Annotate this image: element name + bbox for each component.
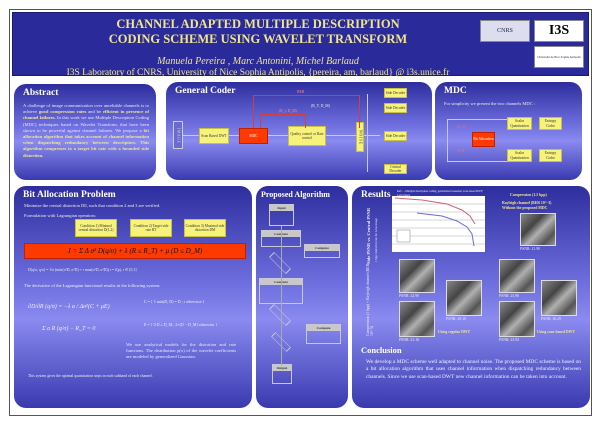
quality-control-block: Quality control or Rate control — [288, 126, 326, 146]
flow-compute-2: Compute — [304, 244, 340, 258]
flow-output: Output — [272, 364, 292, 384]
title-line-1: CHANNEL ADAPTED MULTIPLE DESCRIPTION — [116, 17, 400, 31]
side-decoder-1: Side Decoder — [384, 88, 407, 98]
chart-background — [392, 196, 485, 252]
noise-block: N O I S E — [356, 122, 364, 152]
authors: Manuela Pereira , Marc Antonini, Michel … — [157, 56, 359, 67]
flow-decision-1 — [269, 252, 291, 274]
mdc-title: MDC — [444, 86, 467, 96]
results-title: Results — [361, 190, 391, 200]
scalar-quantization-2: Scalar Quantization — [507, 149, 532, 162]
lena-image-4 — [499, 259, 535, 293]
distortion-equation: D(q/σ, q/σ) = 1/σ (min(σ²D, σ²D) + r max… — [28, 268, 137, 272]
psnr-3: PSNR: 29.18 — [446, 317, 467, 321]
lagrangian-equation: J = Σ Δ σ² D(q/σ) + λ (R ≤ R_T) + μ (D ≤… — [24, 243, 246, 259]
lena-image-3 — [446, 280, 482, 316]
central-decoder: Central Decoder — [384, 164, 407, 174]
cnrs-logo: CNRS — [480, 20, 530, 42]
proposed-algorithm-panel: Proposed Algorithm Input Compute Compute… — [256, 186, 348, 408]
bitalloc-p5: This system gives the optimal quantizati… — [28, 374, 153, 378]
without-label: Without the proposed MDC — [502, 206, 548, 210]
mdc-block: MDC — [239, 128, 268, 144]
flow-decision-2 — [269, 304, 291, 326]
bitalloc-p3: The derivative of the Lagrangian functio… — [24, 283, 161, 288]
mdc-rd-label: (R, D) — [457, 125, 467, 129]
side-decoder-2: Side Decoder — [384, 103, 407, 113]
regular-dwt-label: Using regular DWT — [438, 330, 471, 334]
psnr-2: PSNR: 21.16 — [399, 338, 420, 342]
results-references: Ref: ... Multiple description coding, ge… — [397, 190, 484, 197]
chart-ylabel-2: 1 bpp central bit rate for Lena image — [374, 218, 378, 262]
system-eq-1: ∂D/∂R (q/σ) = −λ a / Δσ²(C + μE) — [28, 304, 110, 310]
abstract-text: A challenge of image communication over … — [23, 103, 149, 158]
dwt-block: Scan Based DWT — [199, 128, 229, 144]
lena-image-1 — [399, 259, 435, 293]
affiliation: I3S Laboratory of CNRS, University of Ni… — [66, 68, 450, 78]
mdc-intro: For simplicity we present the two channe… — [444, 101, 535, 106]
side-decoder-n: Side Decoder — [384, 131, 407, 141]
rd-label: (R_t, D_M) — [279, 109, 297, 113]
mdc-ber-label: BER — [457, 149, 465, 153]
scan-dwt-label: Using scan-based DWT — [537, 330, 575, 334]
entropy-coder-2: Entropy Coder — [539, 149, 562, 162]
university-logo: Université de Nice Sophia Antipolis — [534, 46, 584, 68]
general-coder-panel: General Coder I M A G E Scan Based DWT M… — [166, 82, 432, 180]
condition-1: Condition 1) Minimal central distortion … — [75, 219, 117, 237]
compression-label: Compression (1.5 bpp) — [510, 193, 547, 197]
ber-label: BER — [297, 90, 305, 94]
bit-allocation-title: Bit Allocation Problem — [23, 190, 116, 200]
mdc-panel: MDC For simplicity we present the two ch… — [435, 82, 582, 180]
i3s-logo: I3S — [534, 20, 584, 42]
conclusion-title: Conclusion — [361, 345, 402, 355]
ber-feedback-line — [253, 95, 360, 128]
chart-legend — [396, 229, 411, 243]
flow-compute-4: Compute — [306, 324, 341, 344]
images-ylabel: Compression (1 bpp) + Rayleigh channel (… — [366, 263, 374, 336]
psnr-4: PSNR: 23.96 — [499, 294, 520, 298]
results-panel: Results Ref: ... Multiple description co… — [352, 186, 590, 408]
lena-image-5 — [499, 301, 535, 337]
general-coder-title: General Coder — [175, 86, 236, 96]
psnr-6: PSNR: 30.29 — [541, 317, 562, 321]
lena-image-6 — [541, 280, 577, 316]
psnr-main: PSNR: 21.90 — [520, 247, 541, 251]
title-line-2: CODING SCHEME USING WAVELET TRANSFORM — [108, 32, 408, 46]
lena-image-main — [520, 213, 556, 246]
psnr-5: PSNR: 23.92 — [499, 338, 520, 342]
psnr-chart — [392, 196, 485, 252]
scalar-quantization-1: Scalar Quantization — [507, 117, 532, 130]
bitalloc-p1: Minimize the central distortion D0, such… — [24, 203, 161, 208]
image-block: I M A G E — [173, 121, 183, 149]
bitalloc-p2: Formulation with Lagrangian operators: — [24, 213, 97, 218]
conclusion-text: We develop a MDC scheme well adapted to … — [366, 359, 581, 380]
flow-input: Input — [269, 204, 294, 226]
e-definition: E = { 0 D ≤ D_M ; 2×(D − D_M) otherwise … — [144, 322, 218, 327]
rayleigh-label: Rayleigh channel (BER 10^-3) — [502, 201, 552, 205]
c-definition: C = { 1 min(D, D) = D ; r otherwise } — [144, 299, 205, 304]
condition-2: Condition 2) Target side rate RT — [130, 219, 172, 237]
psnr-1: PSNR: 22.90 — [399, 294, 420, 298]
system-eq-2: Σ a R (q/σ) − R_T = 0 — [42, 326, 96, 332]
condition-3: Condition 3) Maximal side distortion DM — [184, 219, 226, 237]
series-line-red — [394, 197, 476, 225]
rq-label: (R_T, D_M) — [311, 104, 330, 108]
lena-image-2 — [399, 301, 435, 337]
abstract-panel: Abstract A challenge of image communicat… — [14, 84, 156, 180]
series-line-blue — [416, 212, 475, 247]
bitalloc-p4: We use analytical models for the distort… — [126, 342, 236, 360]
bit-allocation-panel: Bit Allocation Problem Minimize the cent… — [14, 186, 252, 408]
algorithm-title: Proposed Algorithm — [261, 190, 330, 199]
abstract-title: Abstract — [23, 88, 59, 98]
bit-allocation-block: Bit Allocation — [472, 132, 495, 147]
chart-ylabel: Side PSNR vs. Central PSNR — [366, 207, 371, 264]
entropy-coder-1: Entropy Coder — [539, 117, 562, 130]
